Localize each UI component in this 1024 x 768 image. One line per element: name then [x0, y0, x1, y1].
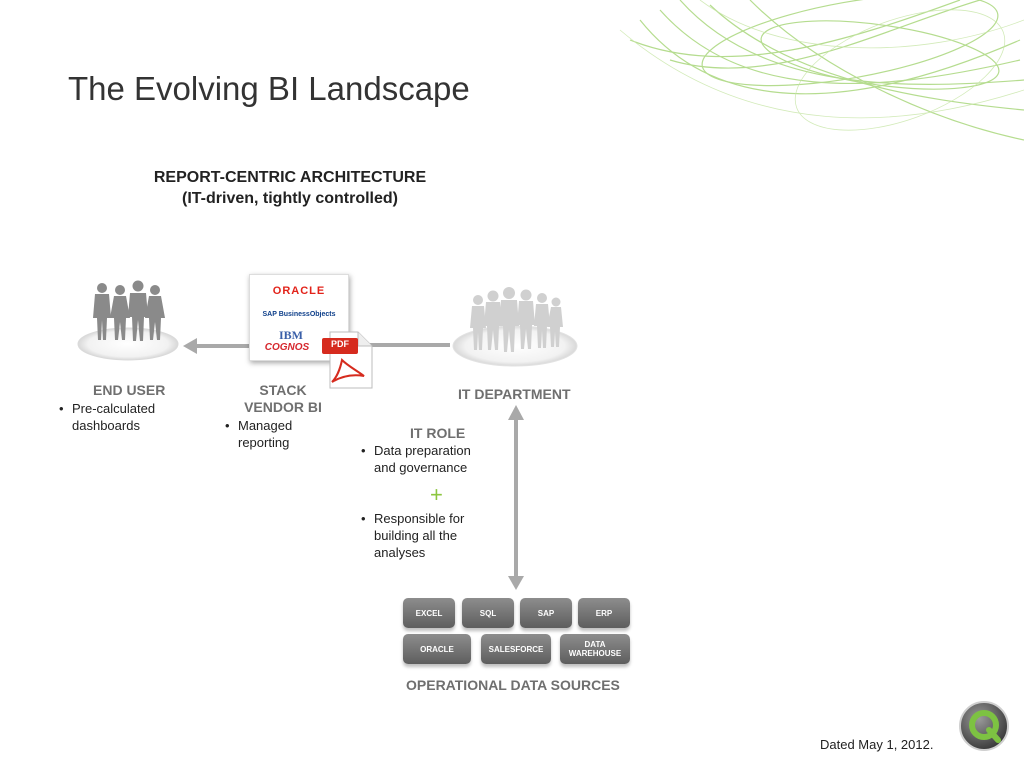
it-role-bullet-2-text: Responsible for building all the analyse…: [374, 511, 465, 560]
it-role-heading: IT ROLE: [410, 425, 466, 441]
stack-vendor-heading-line2: VENDOR BI: [244, 399, 322, 415]
data-source-sap: SAP: [520, 598, 572, 628]
plus-sign: +: [430, 482, 443, 507]
it-role-bullet-1: • Data preparation and governance: [361, 442, 491, 476]
stack-vendor-heading: STACK VENDOR BI: [238, 382, 328, 416]
stack-vendor-bullet-text: Managed reporting: [238, 418, 293, 450]
architecture-subtitle: (IT-driven, tightly controlled): [182, 190, 398, 207]
double-arrow-it-to-sources: [508, 405, 524, 590]
it-department-group-icon: [470, 287, 563, 352]
stack-vendor-bullet: • Managed reporting: [225, 417, 315, 451]
data-source-salesforce: SALESFORCE: [481, 634, 551, 664]
bullet-dot: •: [225, 418, 230, 433]
cognos-logo: COGNOS: [264, 342, 310, 353]
data-source-erp: ERP: [578, 598, 630, 628]
it-role-bullet-1-text: Data preparation and governance: [374, 443, 471, 475]
date-footer: Dated May 1, 2012.: [820, 737, 934, 752]
architecture-title-line1: REPORT-CENTRIC ARCHITECTURE: [153, 169, 427, 186]
end-user-platform: [77, 327, 179, 361]
oracle-logo: ORACLE: [272, 285, 326, 297]
end-user-bullet-text: Pre-calculated dashboards: [72, 401, 156, 433]
connector-it-to-vendor: [370, 343, 450, 347]
green-swirl-decoration: [619, 0, 1024, 141]
end-user-bullet: • Pre-calculated dashboards: [59, 400, 179, 434]
end-user-group-icon: [93, 280, 165, 341]
page-title: The Evolving BI Landscape: [68, 70, 470, 107]
stack-vendor-heading-line1: STACK: [259, 382, 307, 398]
qlik-logo-icon: [959, 701, 1009, 751]
pdf-icon: [322, 331, 373, 389]
operational-data-sources-label: OPERATIONAL DATA SOURCES: [406, 677, 620, 693]
pdf-label: PDF: [331, 339, 349, 349]
ibm-logo: IBM: [279, 328, 303, 342]
bullet-dot: •: [59, 401, 64, 416]
it-department-heading: IT DEPARTMENT: [458, 386, 571, 402]
data-source-oracle: ORACLE: [403, 634, 471, 664]
sap-businessobjects-logo: SAP BusinessObjects: [262, 311, 336, 318]
it-role-bullet-2: • Responsible for building all the analy…: [361, 510, 491, 561]
bullet-dot: •: [361, 443, 366, 458]
end-user-heading: END USER: [93, 382, 166, 398]
data-source-sql: SQL: [462, 598, 514, 628]
data-source-data-warehouse: DATA WAREHOUSE: [560, 634, 630, 664]
bullet-dot: •: [361, 511, 366, 526]
arrow-to-end-user: [183, 338, 250, 354]
architecture-title: REPORT-CENTRIC ARCHITECTURE (IT-driven, …: [120, 167, 460, 209]
data-source-excel: EXCEL: [403, 598, 455, 628]
